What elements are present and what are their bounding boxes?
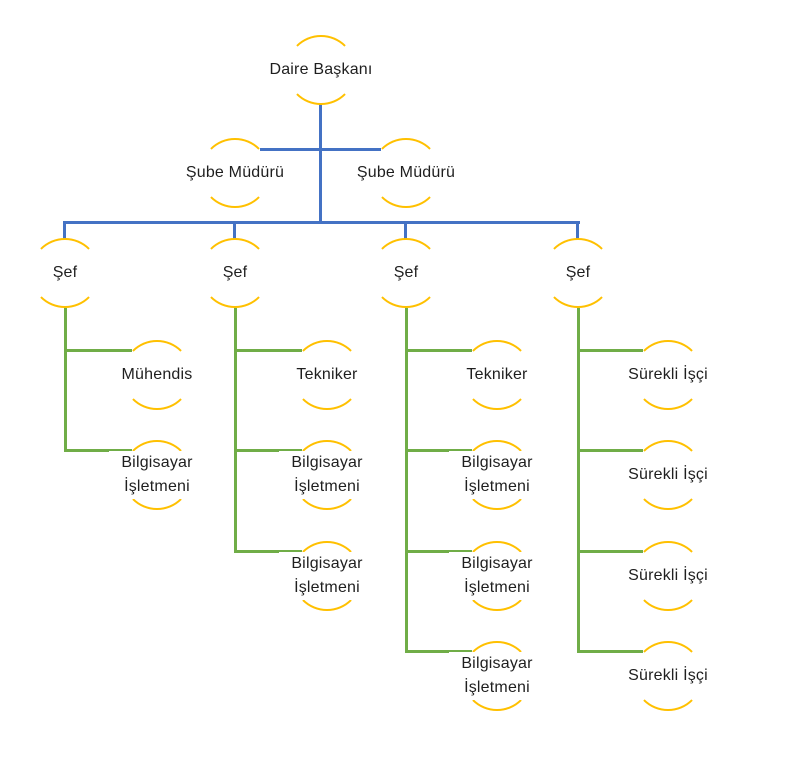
node-label: Bilgisayar İşletmeni xyxy=(109,451,205,499)
node-label: Bilgisayar İşletmeni xyxy=(279,552,375,600)
org-node-bilgisayar-isletmeni-t2-2[interactable]: Bilgisayar İşletmeni xyxy=(279,541,375,611)
org-node-sef-2[interactable]: Şef xyxy=(200,238,270,308)
connector-team1-spine xyxy=(64,308,67,452)
connector-chief-drop-2 xyxy=(233,221,236,240)
node-label: Bilgisayar İşletmeni xyxy=(449,552,545,600)
node-ring xyxy=(462,440,532,510)
connector-chief-rail xyxy=(63,221,580,224)
org-node-sube-muduru-1[interactable]: Şube Müdürü xyxy=(180,138,290,208)
node-label: Bilgisayar İşletmeni xyxy=(449,652,545,700)
org-node-bilgisayar-isletmeni-t1[interactable]: Bilgisayar İşletmeni xyxy=(109,440,205,510)
node-ring xyxy=(292,340,362,410)
org-node-surekli-isci-4[interactable]: Sürekli İşçi xyxy=(623,641,713,711)
org-node-bilgisayar-isletmeni-t3-3[interactable]: Bilgisayar İşletmeni xyxy=(449,641,545,711)
node-ring xyxy=(286,35,356,105)
node-label: Mühendis xyxy=(116,363,198,387)
org-node-sube-muduru-2[interactable]: Şube Müdürü xyxy=(351,138,461,208)
node-label: Sürekli İşçi xyxy=(623,564,713,588)
node-label: Sürekli İşçi xyxy=(623,363,713,387)
node-ring xyxy=(200,238,270,308)
connector-team2-spine xyxy=(234,308,237,553)
org-node-surekli-isci-1[interactable]: Sürekli İşçi xyxy=(623,340,713,410)
org-node-bilgisayar-isletmeni-t3-2[interactable]: Bilgisayar İşletmeni xyxy=(449,541,545,611)
connector-team3-branch-1 xyxy=(405,349,472,352)
org-node-surekli-isci-2[interactable]: Sürekli İşçi xyxy=(623,440,713,510)
node-ring xyxy=(292,541,362,611)
node-ring xyxy=(462,641,532,711)
node-label: Bilgisayar İşletmeni xyxy=(449,451,545,499)
connector-manager-rail xyxy=(260,148,381,151)
node-label: Şef xyxy=(217,261,253,285)
connector-team2-branch-3 xyxy=(234,550,302,553)
node-ring xyxy=(633,440,703,510)
node-label: Daire Başkanı xyxy=(264,58,378,82)
node-ring xyxy=(122,340,192,410)
node-ring xyxy=(633,340,703,410)
connector-team4-branch-4 xyxy=(577,650,643,653)
node-label: Sürekli İşçi xyxy=(623,664,713,688)
connector-team3-branch-4 xyxy=(405,650,472,653)
org-node-tekniker-t3[interactable]: Tekniker xyxy=(461,340,533,410)
connector-team3-branch-2 xyxy=(405,449,472,452)
connector-team2-branch-1 xyxy=(234,349,302,352)
node-ring xyxy=(543,238,613,308)
connector-team3-spine xyxy=(405,308,408,653)
connector-team4-branch-1 xyxy=(577,349,643,352)
org-node-sef-3[interactable]: Şef xyxy=(371,238,441,308)
connector-team4-branch-2 xyxy=(577,449,643,452)
connector-team3-branch-3 xyxy=(405,550,472,553)
node-ring xyxy=(371,238,441,308)
org-node-daire-baskani[interactable]: Daire Başkanı xyxy=(264,35,378,105)
connector-team1-branch-2 xyxy=(64,449,132,452)
node-label: Şef xyxy=(388,261,424,285)
connector-team2-branch-2 xyxy=(234,449,302,452)
node-label: Şube Müdürü xyxy=(351,161,461,185)
connector-team4-branch-3 xyxy=(577,550,643,553)
node-label: Şube Müdürü xyxy=(180,161,290,185)
node-ring xyxy=(633,641,703,711)
node-label: Şef xyxy=(47,261,83,285)
node-ring xyxy=(462,340,532,410)
node-label: Tekniker xyxy=(291,363,363,387)
org-node-surekli-isci-3[interactable]: Sürekli İşçi xyxy=(623,541,713,611)
node-ring xyxy=(371,138,441,208)
connector-root-stem xyxy=(319,104,322,223)
node-label: Sürekli İşçi xyxy=(623,463,713,487)
node-label: Şef xyxy=(560,261,596,285)
connector-team4-spine xyxy=(577,308,580,653)
node-ring xyxy=(462,541,532,611)
node-label: Bilgisayar İşletmeni xyxy=(279,451,375,499)
org-node-sef-4[interactable]: Şef xyxy=(543,238,613,308)
node-ring xyxy=(200,138,270,208)
org-node-bilgisayar-isletmeni-t3-1[interactable]: Bilgisayar İşletmeni xyxy=(449,440,545,510)
node-label: Tekniker xyxy=(461,363,533,387)
connector-team1-branch-1 xyxy=(64,349,132,352)
node-ring xyxy=(292,440,362,510)
node-ring xyxy=(30,238,100,308)
org-node-bilgisayar-isletmeni-t2-1[interactable]: Bilgisayar İşletmeni xyxy=(279,440,375,510)
connector-chief-drop-1 xyxy=(63,221,66,240)
connector-chief-drop-3 xyxy=(404,221,407,240)
org-node-sef-1[interactable]: Şef xyxy=(30,238,100,308)
org-node-muhendis[interactable]: Mühendis xyxy=(116,340,198,410)
node-ring xyxy=(633,541,703,611)
node-ring xyxy=(122,440,192,510)
org-node-tekniker-t2[interactable]: Tekniker xyxy=(291,340,363,410)
connector-chief-drop-4 xyxy=(576,221,579,240)
